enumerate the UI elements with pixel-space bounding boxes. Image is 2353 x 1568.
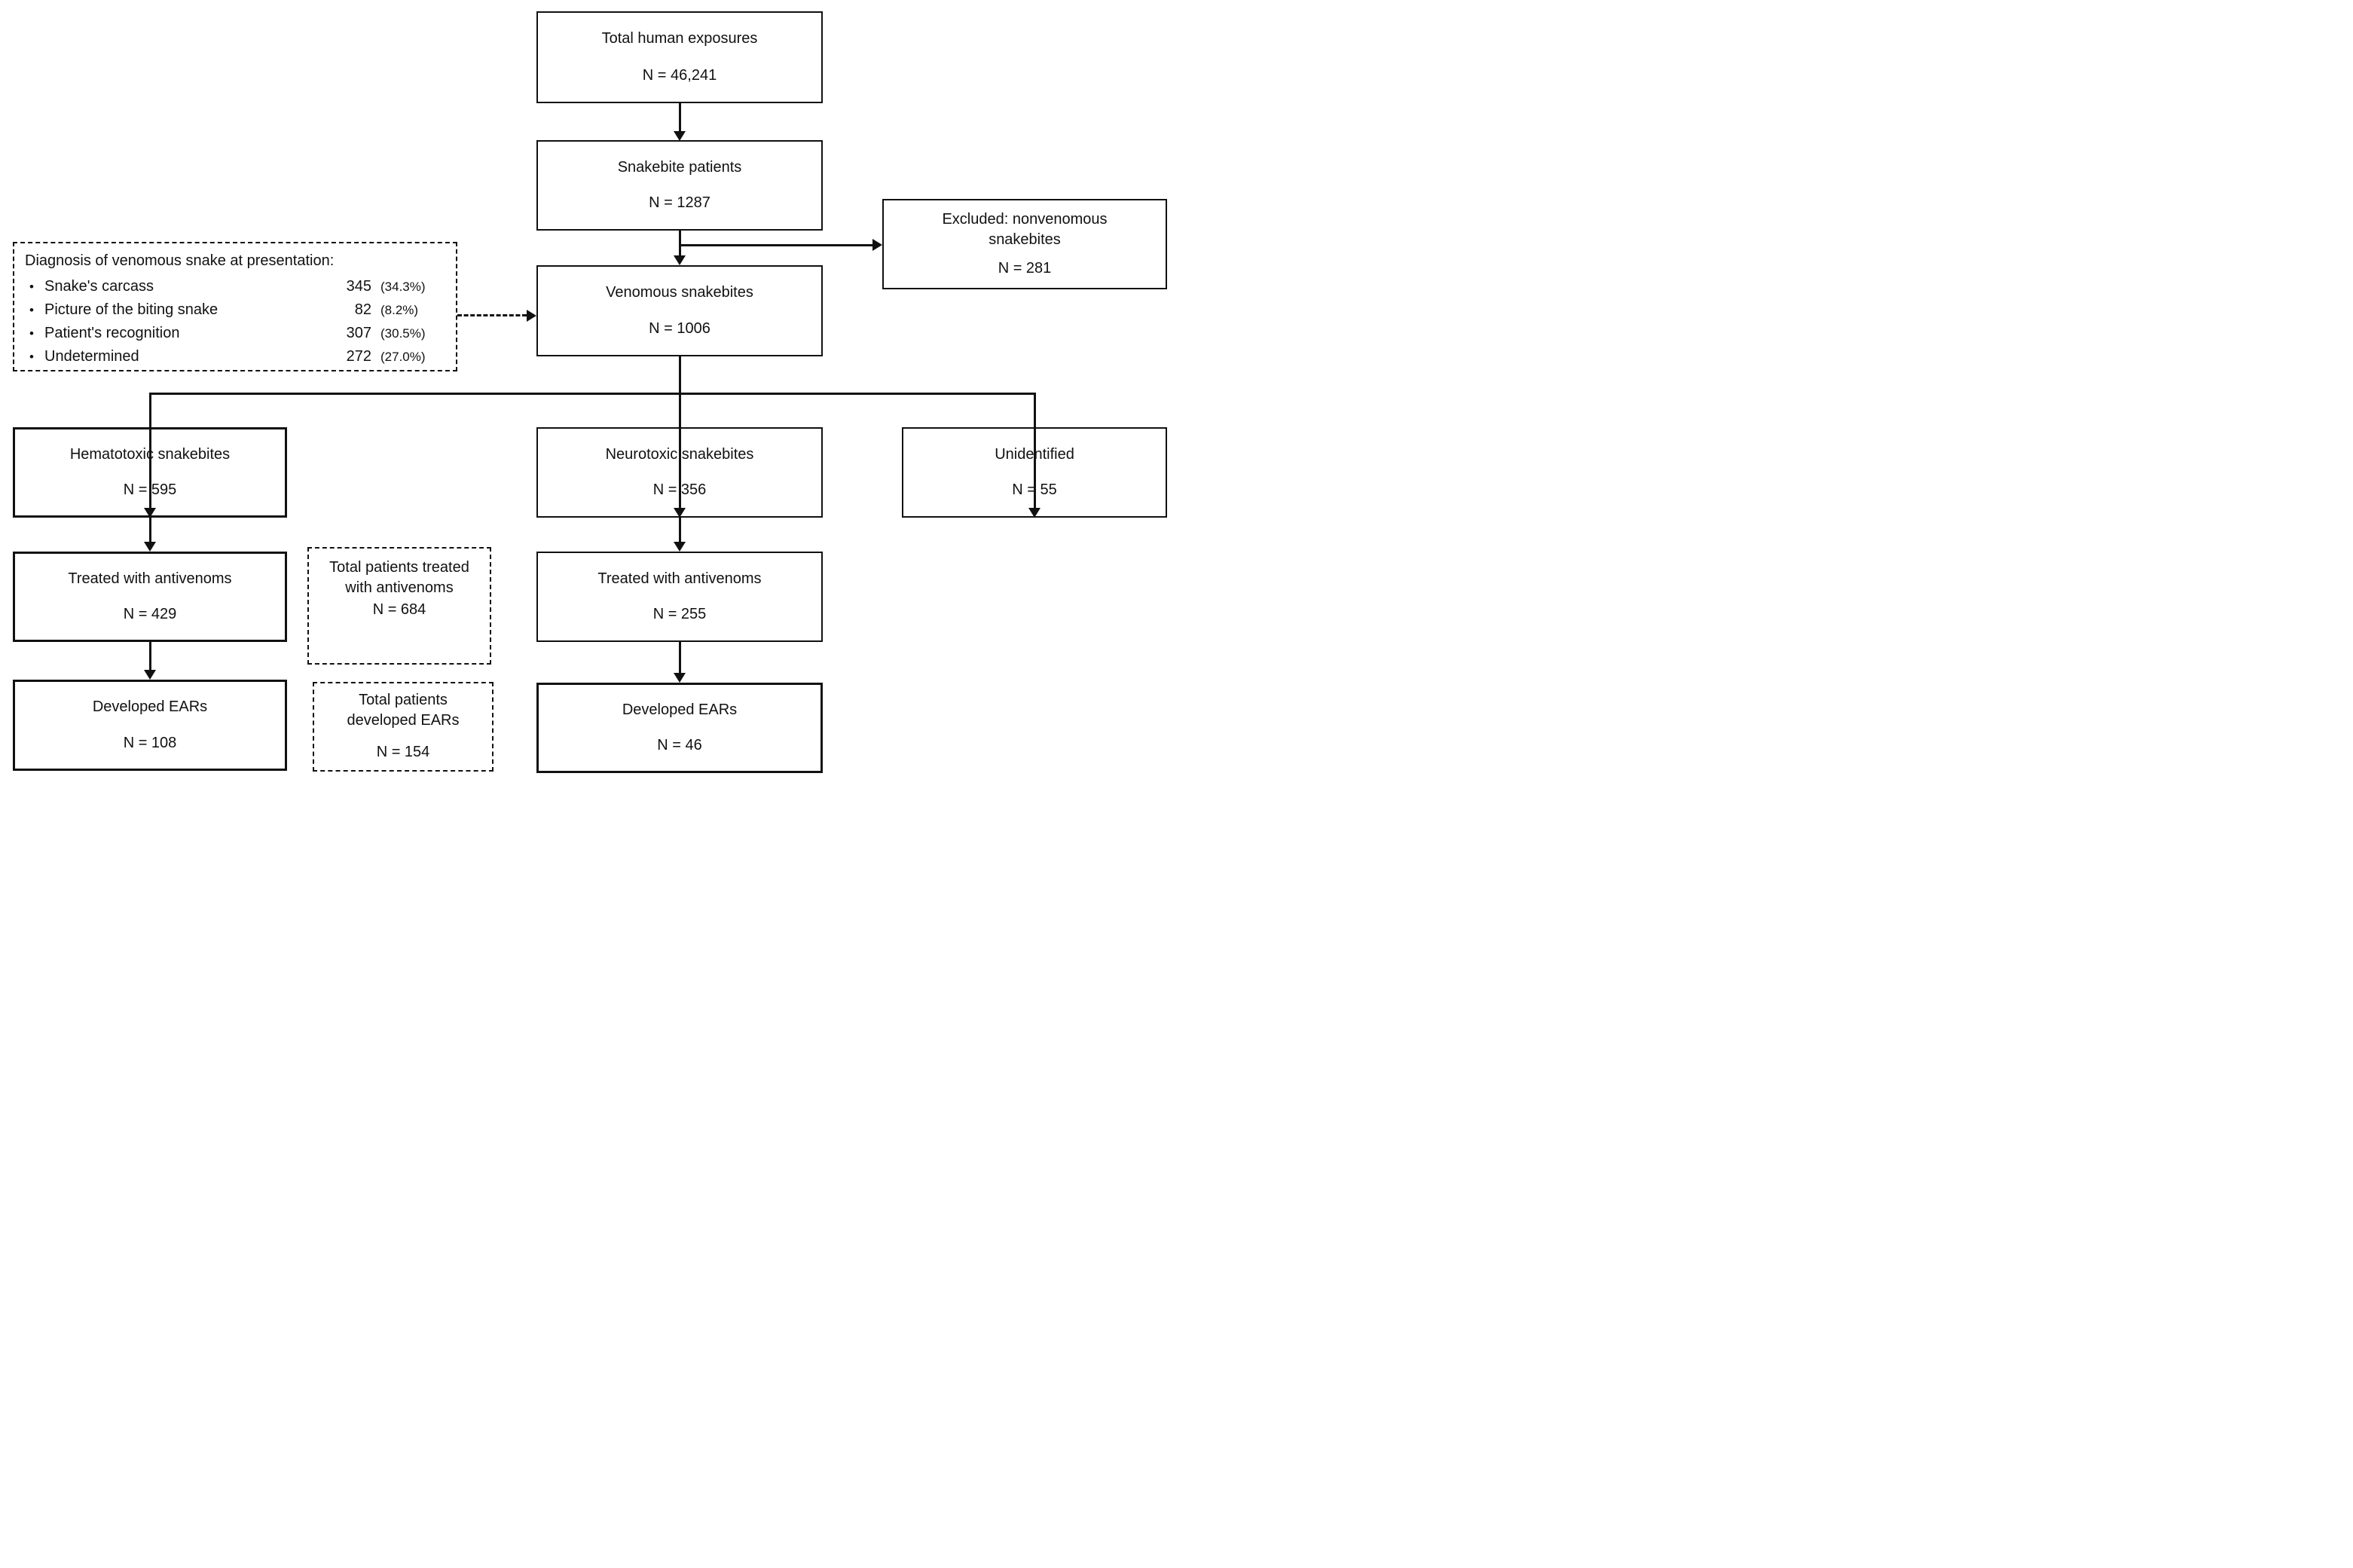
diagnosis-title: Diagnosis of venomous snake at presentat…	[25, 252, 335, 269]
arrowhead-down-icon	[144, 542, 156, 552]
diagnosis-row-snakes-carcass: • Snake's carcass 345 (34.3%)	[25, 275, 445, 298]
flow-diagram: Total human exposures N = 46,241 Snakebi…	[0, 0, 1176, 784]
connector-patients-to-excluded	[679, 244, 872, 246]
box-diagnosis-of-venomous-snake: Diagnosis of venomous snake at presentat…	[13, 242, 457, 371]
connector-branch-to-unidentified	[1034, 393, 1036, 508]
arrowhead-down-icon	[144, 670, 156, 680]
arrowhead-down-icon	[674, 508, 686, 518]
box-total-human-exposures: Total human exposures N = 46,241	[536, 11, 823, 103]
arrowhead-down-icon	[674, 131, 686, 141]
box-label: Total patients developed EARs	[347, 692, 460, 729]
connector-branch-horizontal	[149, 393, 1035, 395]
box-total-patients-treated: Total patients treated with antivenoms N…	[307, 547, 491, 665]
arrowhead-down-icon	[674, 255, 686, 265]
box-excluded-nonvenomous: Excluded: nonvenomous snakebites N = 281	[882, 199, 1167, 289]
box-n-value: N = 1287	[649, 194, 710, 212]
box-n-value: N = 46	[657, 737, 702, 753]
box-developed-ears-neurotoxic: Developed EARs N = 46	[536, 683, 823, 773]
connector-patients-to-venomous	[679, 231, 681, 256]
arrowhead-down-icon	[1028, 508, 1041, 518]
bullet-icon: •	[29, 303, 34, 317]
box-treated-antivenoms-neurotoxic: Treated with antivenoms N = 255	[536, 552, 823, 642]
box-developed-ears-hematotoxic: Developed EARs N = 108	[13, 680, 287, 771]
diagnosis-row-undetermined: • Undetermined 272 (27.0%)	[25, 345, 445, 368]
box-n-value: N = 429	[123, 606, 177, 622]
box-n-value: N = 255	[652, 606, 707, 623]
box-label: Treated with antivenoms	[597, 570, 762, 587]
connector-total-to-patients	[679, 103, 681, 132]
box-snakebite-patients: Snakebite patients N = 1287	[536, 140, 823, 231]
bullet-icon: •	[29, 350, 34, 364]
box-label: Total human exposures	[601, 30, 758, 47]
box-n-value: N = 684	[372, 601, 426, 618]
box-n-value: N = 154	[376, 744, 430, 760]
connector-treated-to-ears-hematotoxic	[149, 642, 151, 671]
arrowhead-down-icon	[674, 542, 686, 552]
bullet-icon: •	[29, 326, 34, 341]
box-label: Venomous snakebites	[606, 284, 753, 301]
connector-diagnosis-to-venomous	[457, 314, 527, 316]
box-n-value: N = 108	[123, 734, 177, 751]
box-label: Snakebite patients	[617, 158, 742, 176]
box-label: Developed EARs	[622, 701, 738, 718]
box-venomous-snakebites: Venomous snakebites N = 1006	[536, 265, 823, 356]
connector-venomous-to-neurotoxic	[679, 356, 681, 508]
box-total-patients-developed-ears: Total patients developed EARs N = 154	[313, 682, 494, 772]
box-label: Treated with antivenoms	[68, 570, 232, 587]
box-label: Total patients treated with antivenoms	[329, 559, 469, 596]
diagnosis-row-patients-recognition: • Patient's recognition 307 (30.5%)	[25, 322, 445, 345]
box-label: Excluded: nonvenomous snakebites	[942, 210, 1108, 248]
connector-treated-to-ears-neurotoxic	[679, 642, 681, 674]
arrowhead-down-icon	[144, 508, 156, 518]
arrowhead-right-icon	[872, 239, 882, 251]
arrowhead-right-icon	[527, 310, 536, 322]
box-label: Developed EARs	[92, 698, 208, 716]
connector-hematotoxic-to-treated	[149, 518, 151, 543]
box-n-value: N = 281	[998, 260, 1052, 277]
connector-neurotoxic-to-treated	[679, 518, 681, 543]
connector-branch-to-hematotoxic	[149, 393, 151, 508]
box-n-value: N = 46,241	[642, 66, 717, 84]
bullet-icon: •	[29, 280, 34, 294]
box-n-value: N = 1006	[649, 320, 710, 337]
diagnosis-row-picture-of-snake: • Picture of the biting snake 82 (8.2%)	[25, 298, 445, 322]
arrowhead-down-icon	[674, 673, 686, 683]
box-treated-antivenoms-hematotoxic: Treated with antivenoms N = 429	[13, 552, 287, 642]
